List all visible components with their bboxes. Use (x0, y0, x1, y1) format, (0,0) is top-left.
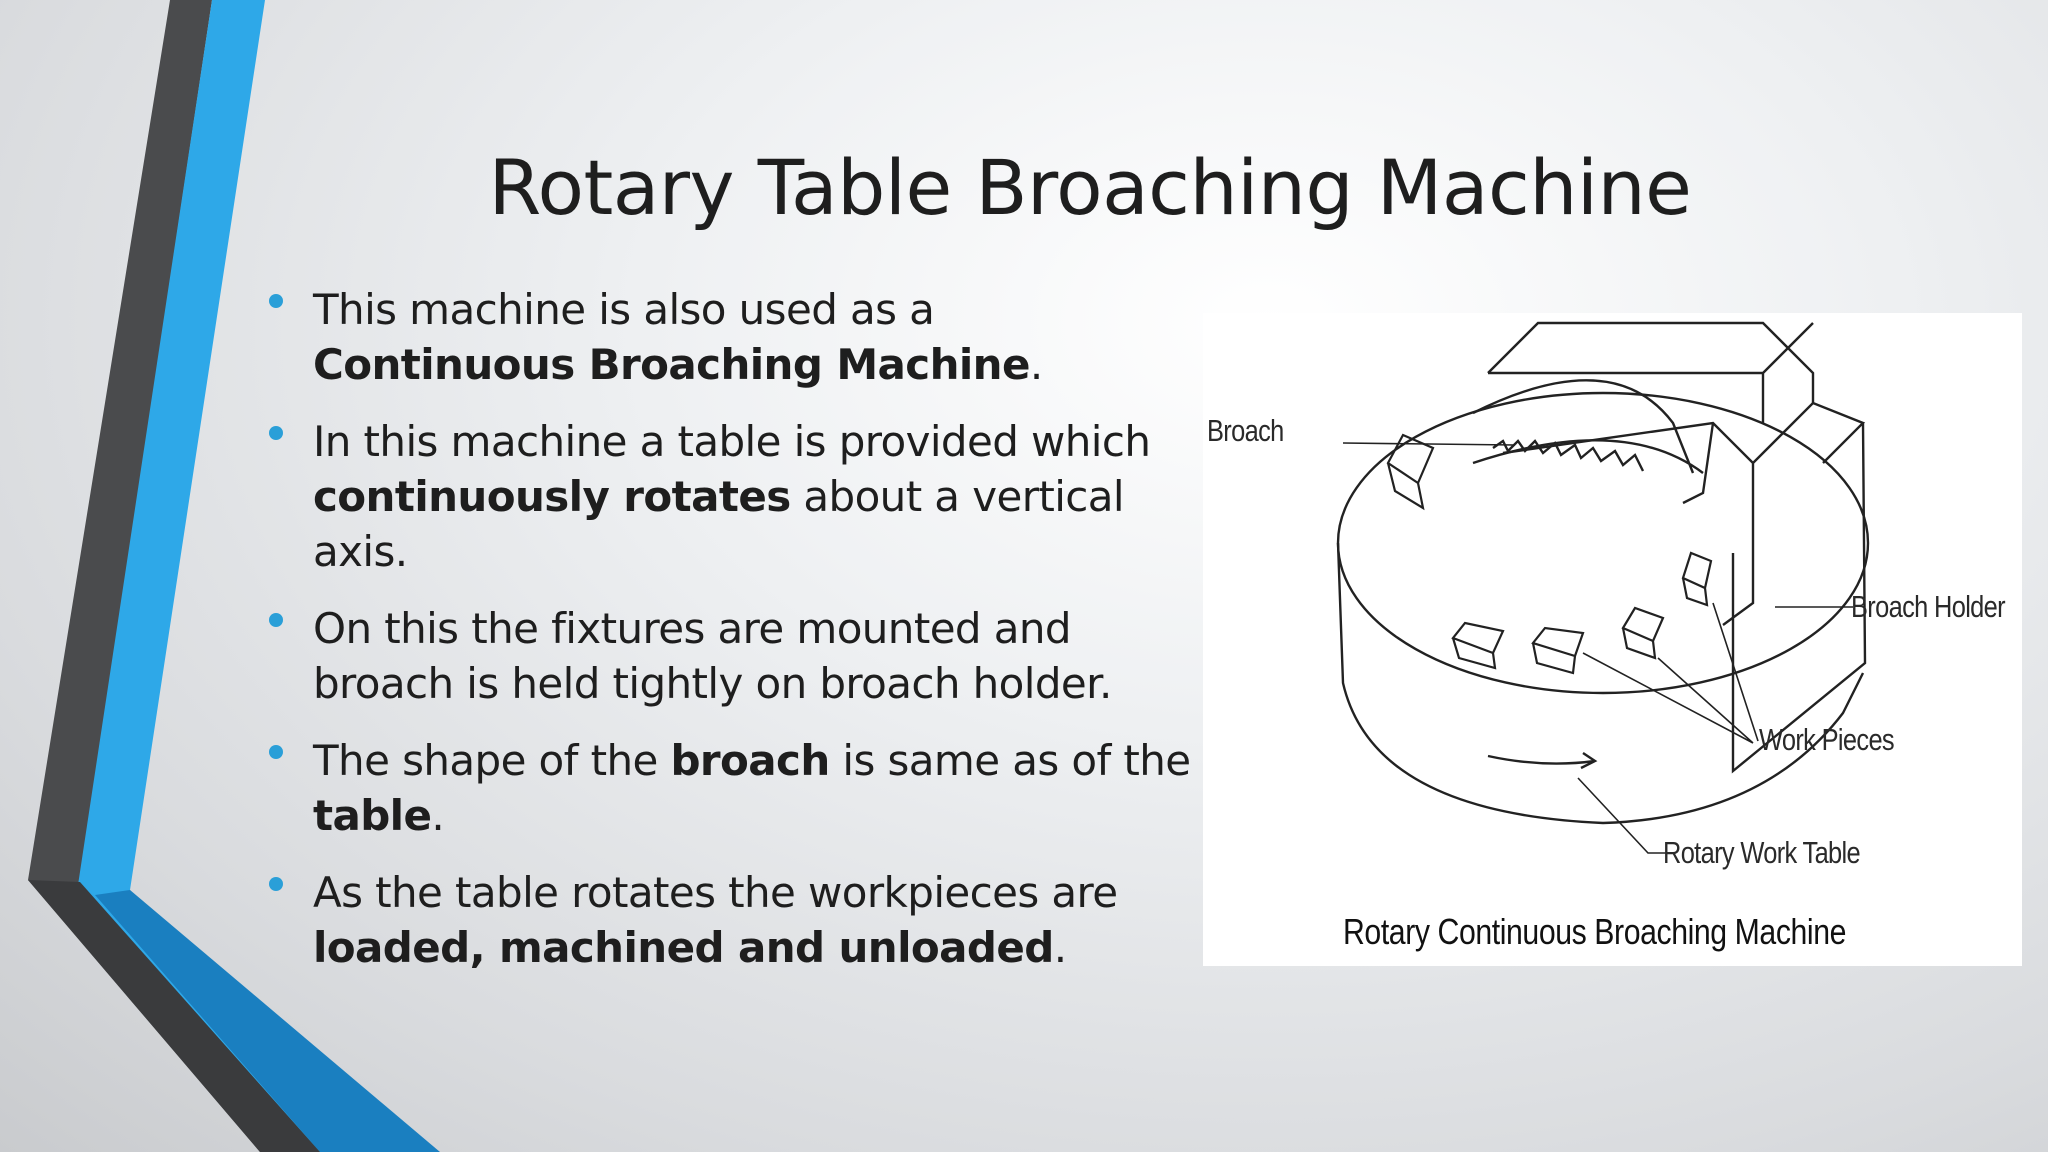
broaching-machine-figure: Broach Broach Holder Work Pieces Rotary … (1203, 313, 2022, 966)
bullet-bold-text: continuously rotates (313, 472, 791, 521)
bullet-list: This machine is also used as a Continuou… (265, 282, 1205, 997)
rotation-arrow (1487, 752, 1598, 770)
broach-teeth (1492, 439, 1645, 472)
bullet-text: . (1029, 340, 1043, 389)
leader-lines (1342, 442, 1853, 854)
bullet-item: As the table rotates the workpieces are … (265, 865, 1205, 975)
bullet-dot-icon (269, 613, 283, 627)
bullet-item: On this the fixtures are mounted and bro… (265, 601, 1205, 711)
bullet-bold-text: table (313, 791, 432, 840)
dark-blue-wedge (95, 890, 440, 1152)
bullet-dot-icon (269, 745, 283, 759)
blue-stripe (78, 0, 360, 1152)
work-pieces (1386, 433, 1713, 675)
gray-stripe (28, 0, 310, 1152)
bullet-bold-text: broach (670, 736, 830, 785)
broach-arc (1472, 379, 1704, 474)
bullet-item: The shape of the broach is same as of th… (265, 733, 1205, 843)
bullet-bold-text: Continuous Broaching Machine (313, 340, 1030, 389)
bullet-dot-icon (269, 294, 283, 308)
figure-caption: Rotary Continuous Broaching Machine (1343, 911, 1847, 952)
bullet-text: This machine is also used as a (313, 285, 935, 334)
label-rotary-work-table: Rotary Work Table (1663, 835, 1861, 870)
bullet-text: about a vertical axis. (313, 472, 1125, 576)
label-broach: Broach (1207, 413, 1284, 448)
bullet-item: This machine is also used as a Continuou… (265, 282, 1205, 392)
bullet-text: In this machine a table is provided whic… (313, 417, 1151, 466)
bullet-text: . (431, 791, 445, 840)
bullet-text: The shape of the (313, 736, 671, 785)
label-work-pieces: Work Pieces (1759, 722, 1895, 757)
broach-holder-top (1487, 321, 1815, 423)
bullet-text: . (1053, 923, 1067, 972)
table-side (1336, 542, 1865, 825)
slide-title: Rotary Table Broaching Machine (488, 143, 1692, 232)
dark-gray-wedge (28, 880, 320, 1152)
label-broach-holder: Broach Holder (1851, 589, 2006, 624)
bullet-dot-icon (269, 877, 283, 891)
bullet-dot-icon (269, 426, 283, 440)
machine-drawing (1336, 321, 1870, 854)
bullet-item: In this machine a table is provided whic… (265, 414, 1205, 579)
bullet-text: As the table rotates the workpieces are (313, 868, 1118, 917)
bullet-text: On this the fixtures are mounted and bro… (313, 604, 1112, 708)
broach-holder-body (1502, 401, 1867, 774)
bullet-bold-text: loaded, machined and unloaded (313, 923, 1054, 972)
bullet-text: is same as of the (829, 736, 1191, 785)
